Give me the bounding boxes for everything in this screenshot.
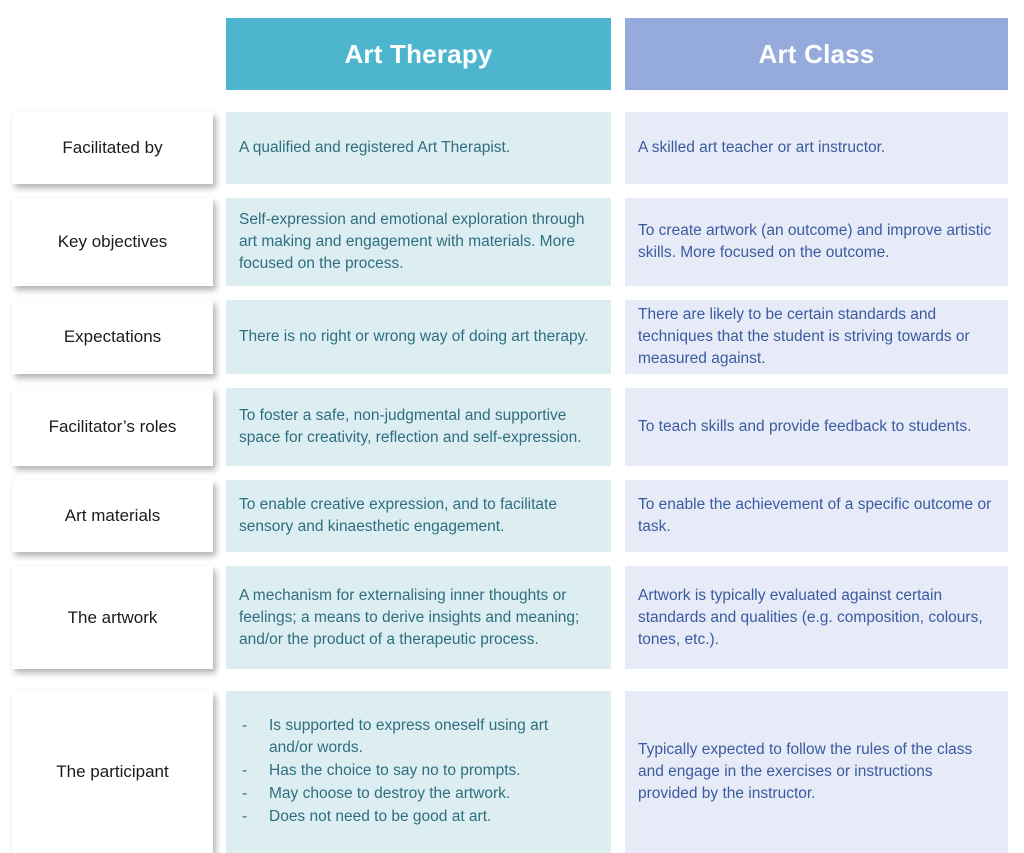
bullet-dash-marker: - (242, 785, 248, 802)
cell-therapy-facilitated-by: A qualified and registered Art Therapist… (226, 112, 611, 184)
participant-bullet-list: - Is supported to express oneself using … (239, 715, 595, 829)
row-label-key-objectives: Key objectives (12, 198, 213, 286)
list-item: - Has the choice to say no to prompts. (239, 760, 595, 782)
cell-class-facilitated-by: A skilled art teacher or art instructor. (625, 112, 1008, 184)
row-label-the-participant: The participant (12, 691, 213, 853)
row-label-facilitated-by: Facilitated by (12, 112, 213, 184)
row-label-the-artwork: The artwork (12, 566, 213, 669)
cell-therapy-key-objectives: Self-expression and emotional exploratio… (226, 198, 611, 286)
header-right-gutter (1008, 18, 1024, 90)
header-left-gutter (0, 18, 12, 90)
list-item: - Is supported to express oneself using … (239, 715, 595, 759)
cell-therapy-facilitators-roles: To foster a safe, non-judgmental and sup… (226, 388, 611, 466)
cell-therapy-the-artwork: A mechanism for externalising inner thou… (226, 566, 611, 669)
bullet-dash-marker: - (242, 808, 248, 825)
cell-class-art-materials: To enable the achievement of a specific … (625, 480, 1008, 552)
list-item-text: Has the choice to say no to prompts. (269, 762, 521, 779)
cell-therapy-art-materials: To enable creative expression, and to fa… (226, 480, 611, 552)
cell-class-the-participant: Typically expected to follow the rules o… (625, 691, 1008, 853)
bullet-dash-marker: - (242, 717, 248, 734)
row-right-gutter (1008, 112, 1024, 184)
cell-class-facilitators-roles: To teach skills and provide feedback to … (625, 388, 1008, 466)
row-label-art-materials: Art materials (12, 480, 213, 552)
cell-class-the-artwork: Artwork is typically evaluated against c… (625, 566, 1008, 669)
header-gap-2 (611, 18, 625, 90)
header-gap-1 (213, 18, 226, 90)
list-item: - May choose to destroy the artwork. (239, 783, 595, 805)
row-label-expectations: Expectations (12, 300, 213, 374)
list-item-text: Is supported to express oneself using ar… (269, 717, 549, 756)
cell-class-key-objectives: To create artwork (an outcome) and impro… (625, 198, 1008, 286)
list-item-text: May choose to destroy the artwork. (269, 785, 511, 802)
row-label-facilitators-roles: Facilitator’s roles (12, 388, 213, 466)
column-header-art-class: Art Class (625, 18, 1008, 90)
row-left-gutter (0, 112, 12, 184)
header-row-label-blank (12, 18, 213, 90)
list-item-text: Does not need to be good at art. (269, 808, 492, 825)
list-item: - Does not need to be good at art. (239, 806, 595, 828)
column-header-art-therapy: Art Therapy (226, 18, 611, 90)
cell-class-expectations: There are likely to be certain standards… (625, 300, 1008, 374)
cell-therapy-the-participant: - Is supported to express oneself using … (226, 691, 611, 853)
cell-therapy-expectations: There is no right or wrong way of doing … (226, 300, 611, 374)
bullet-dash-marker: - (242, 762, 248, 779)
